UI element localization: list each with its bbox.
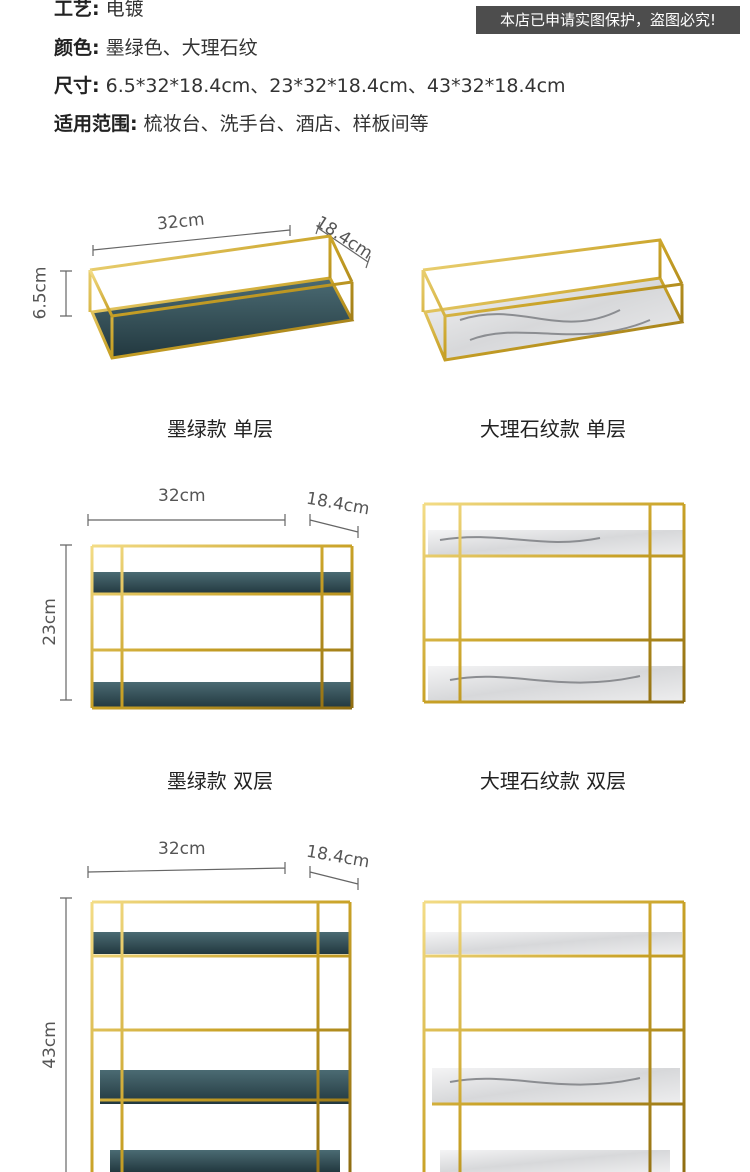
caption-green-double: 墨绿款 双层 (166, 769, 274, 793)
dimension-lines-row1 (60, 221, 371, 317)
spec-usage: 适用范围: 梳妆台、洗手台、酒店、样板间等 (54, 109, 429, 136)
dim-height: 43cm (39, 1021, 60, 1069)
caption-green-single: 墨绿款 单层 (166, 417, 274, 441)
spec-process: 工艺: 电镀 (54, 0, 144, 21)
spec-value: 梳妆台、洗手台、酒店、样板间等 (143, 113, 429, 135)
shelf-marble-triple (422, 900, 686, 1172)
shelf-green-triple (90, 900, 352, 1172)
dimension-lines-row2 (60, 514, 359, 701)
copyright-notice: 本店已申请实图保护，盗图必究! (476, 6, 740, 34)
spec-value: 电镀 (105, 0, 144, 20)
shelf-marble-double (422, 502, 686, 704)
tray-green-single (88, 234, 355, 360)
spec-label: 颜色: (54, 37, 100, 59)
spec-value: 墨绿色、大理石纹 (105, 37, 258, 59)
spec-label: 适用范围: (54, 113, 138, 135)
caption-marble-single: 大理石纹款 单层 (479, 417, 627, 441)
spec-size: 尺寸: 6.5*32*18.4cm、23*32*18.4cm、43*32*18.… (54, 71, 566, 98)
tray-marble-single (421, 238, 685, 362)
dim-height: 23cm (39, 598, 60, 646)
spec-label: 尺寸: (54, 75, 100, 97)
dimension-lines-row3 (60, 862, 359, 1172)
spec-value: 6.5*32*18.4cm、23*32*18.4cm、43*32*18.4cm (105, 75, 566, 97)
spec-color: 颜色: 墨绿色、大理石纹 (54, 33, 258, 60)
spec-label: 工艺: (54, 0, 100, 20)
dim-width: 32cm (158, 486, 206, 506)
caption-marble-double: 大理石纹款 双层 (479, 769, 627, 793)
dim-height: 6.5cm (30, 266, 51, 320)
shelf-green-double (90, 544, 354, 710)
dim-width: 32cm (158, 839, 206, 859)
